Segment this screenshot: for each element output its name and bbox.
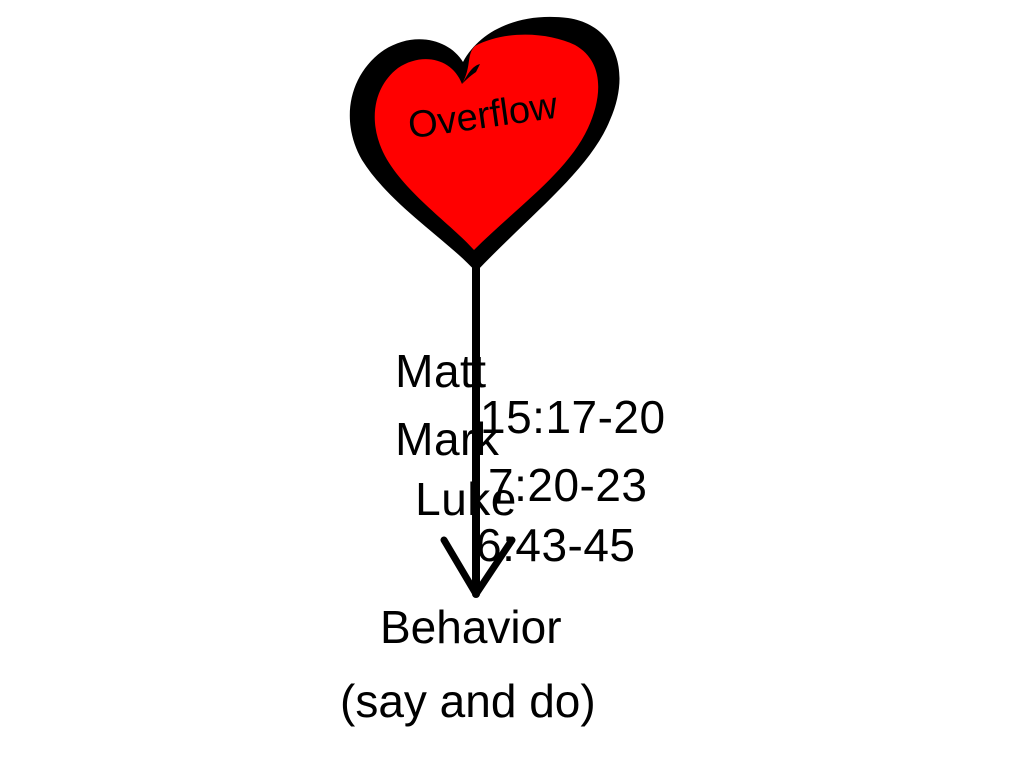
reference-book: Matt xyxy=(395,345,487,397)
reference-luke: Luke 6:43-45 xyxy=(362,430,635,614)
heart-notch xyxy=(462,64,480,84)
behavior-subtitle: (say and do) xyxy=(340,675,596,727)
reference-verses: 7:20-23 xyxy=(488,459,648,511)
reference-book: Mark xyxy=(395,413,500,465)
reference-verses: 6:43-45 xyxy=(476,519,636,571)
reference-matt: Matt 15:17-20 xyxy=(342,302,665,486)
reference-verses: 15:17-20 xyxy=(480,391,666,443)
behavior-title: Behavior xyxy=(380,601,562,653)
heart-fill xyxy=(374,34,599,251)
reference-mark: Mark 7:20-23 xyxy=(342,370,647,554)
arrow-head xyxy=(440,536,516,598)
reference-book: Luke xyxy=(415,473,517,525)
